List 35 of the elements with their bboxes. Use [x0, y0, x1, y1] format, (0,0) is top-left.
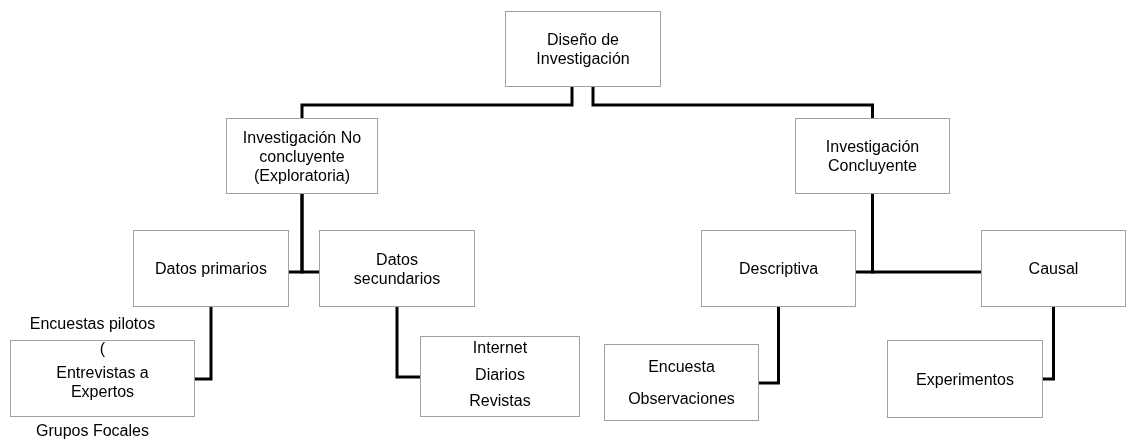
node-label: Entrevistas a Expertos: [55, 363, 150, 401]
category-box: [701, 230, 856, 307]
node-label: Investigación No concluyente (Exploratoria): [241, 127, 363, 185]
connector-line: [759, 307, 780, 385]
connector-line: [395, 307, 420, 379]
node-label: Experimentos: [915, 369, 1015, 389]
category-box: [319, 230, 475, 307]
category-box: [887, 340, 1043, 418]
node-label: Diseño de Investigación: [535, 30, 631, 68]
connector-line: [871, 194, 981, 274]
node-label: Revistas: [468, 391, 532, 410]
category-box: [133, 230, 289, 307]
connector-line: [1043, 307, 1055, 381]
node-label: Observaciones: [627, 389, 736, 408]
category-box: [505, 11, 661, 87]
node-label: Causal: [1027, 259, 1080, 278]
category-box: [795, 118, 950, 194]
node-label: Descriptiva: [737, 259, 820, 278]
connector-line: [300, 194, 319, 274]
category-box: [420, 336, 580, 417]
node-label: Encuestas pilotos: [28, 314, 157, 333]
node-label: Grupos Focales: [35, 421, 150, 439]
node-label: Investigación Concluyente: [824, 137, 921, 175]
node-label: Internet: [471, 338, 529, 357]
node-label: Encuesta: [647, 357, 716, 376]
node-label: (: [98, 339, 107, 358]
node-label: Diarios: [474, 365, 526, 384]
connector-line: [300, 87, 574, 118]
connector-line: [591, 87, 874, 118]
category-box: [226, 118, 378, 194]
category-box: [981, 230, 1126, 307]
connector-line: [195, 307, 213, 381]
category-box: [604, 344, 759, 421]
node-label: Datos primarios: [154, 259, 268, 278]
node-label: Datos secundarios: [352, 249, 442, 288]
